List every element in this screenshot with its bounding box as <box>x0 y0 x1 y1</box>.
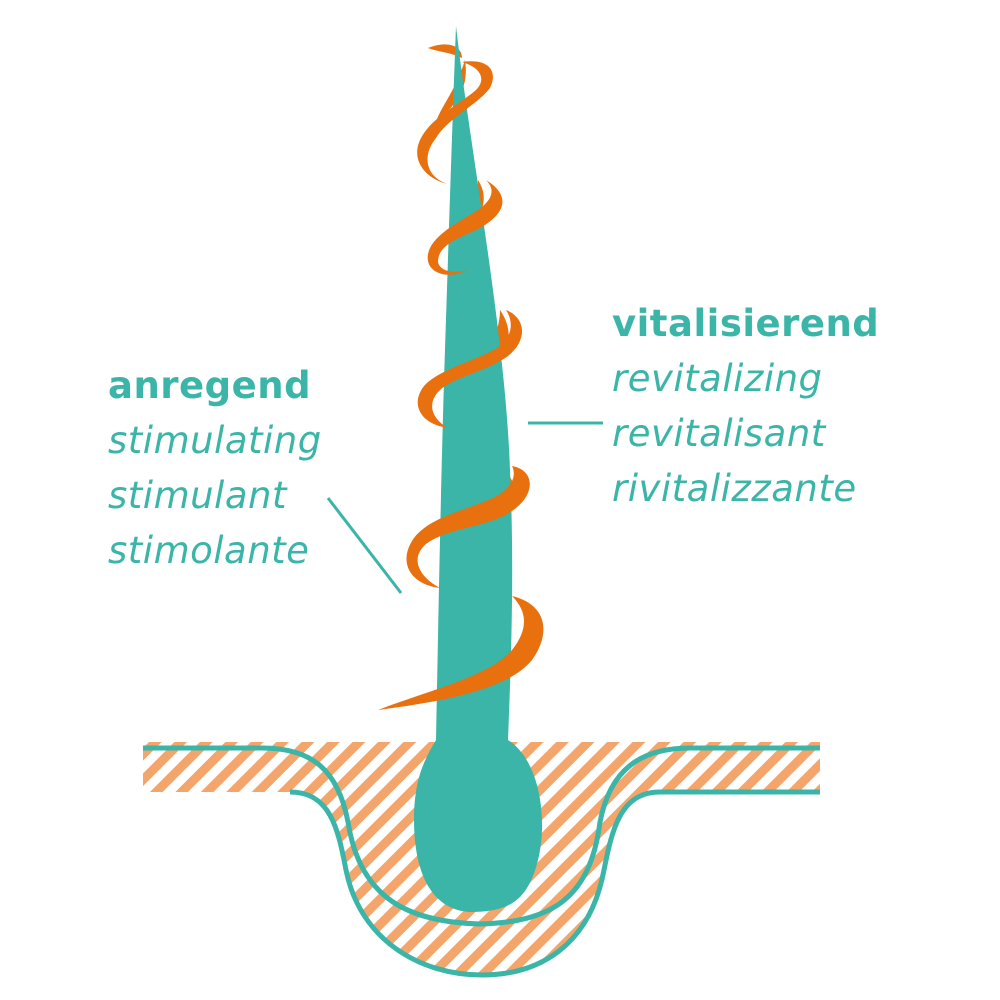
hair-shaft <box>414 26 543 912</box>
left-leader-line <box>326 497 403 594</box>
label-french: revitalisant <box>612 412 826 455</box>
label-french: stimulant <box>108 474 287 517</box>
label-italian: rivitalizzante <box>612 467 857 510</box>
follicle-inner-line <box>143 745 820 927</box>
stimulating-label: anregend stimulating stimulant stimolant… <box>108 358 322 578</box>
label-english: stimulating <box>108 419 322 462</box>
label-german: vitalisierend <box>612 302 880 345</box>
revitalizing-label: vitalisierend revitalizing revitalisant … <box>612 296 879 516</box>
label-english: revitalizing <box>612 357 823 400</box>
label-german: anregend <box>108 364 312 407</box>
label-italian: stimolante <box>108 529 310 572</box>
spiral-front <box>378 61 544 710</box>
follicle-outer-line <box>289 789 820 978</box>
